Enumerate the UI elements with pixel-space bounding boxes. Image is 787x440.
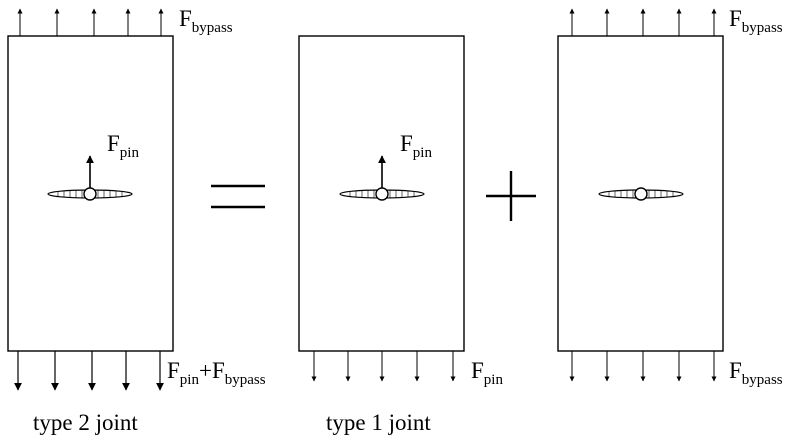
- type1-bottom-arrows: [311, 351, 456, 382]
- type2-plate: [7, 35, 174, 352]
- type2-bottom-arrows: [14, 351, 164, 391]
- bypass-top-arrows: [569, 8, 717, 36]
- bypass-plate: [557, 35, 724, 352]
- bypass-hole: [634, 187, 648, 201]
- type2-top-bypass-arrows: [17, 8, 164, 36]
- bypass-bottom-load-label: Fbypass: [729, 358, 783, 388]
- bypass-bottom-arrows: [569, 351, 717, 382]
- type1-joint-panel: Fpin Fpin type 1 joint: [298, 35, 503, 435]
- type1-hole-with-crack: [339, 187, 425, 201]
- type2-caption: type 2 joint: [33, 410, 138, 435]
- plus-sign: [486, 171, 536, 221]
- type2-hole-with-crack: [47, 187, 133, 201]
- type1-caption: type 1 joint: [326, 410, 431, 435]
- type2-top-load-label: Fbypass: [179, 6, 233, 36]
- type1-pin-hole: [375, 187, 389, 201]
- equals-sign: [211, 184, 265, 209]
- type2-pin-load-label: Fpin: [107, 131, 139, 161]
- bypass-panel: Fbypass Fbypass: [557, 6, 783, 388]
- type1-pin-load-label: Fpin: [400, 131, 432, 161]
- type2-bottom-load-label: Fpin+Fbypass: [167, 358, 266, 388]
- bypass-hole-with-crack: [598, 187, 684, 201]
- type1-bottom-load-label: Fpin: [471, 358, 503, 388]
- bypass-top-load-label: Fbypass: [729, 6, 783, 36]
- type2-pin-hole: [83, 187, 97, 201]
- type2-joint-panel: Fbypass Fpin Fpin+Fbypass: [7, 6, 266, 435]
